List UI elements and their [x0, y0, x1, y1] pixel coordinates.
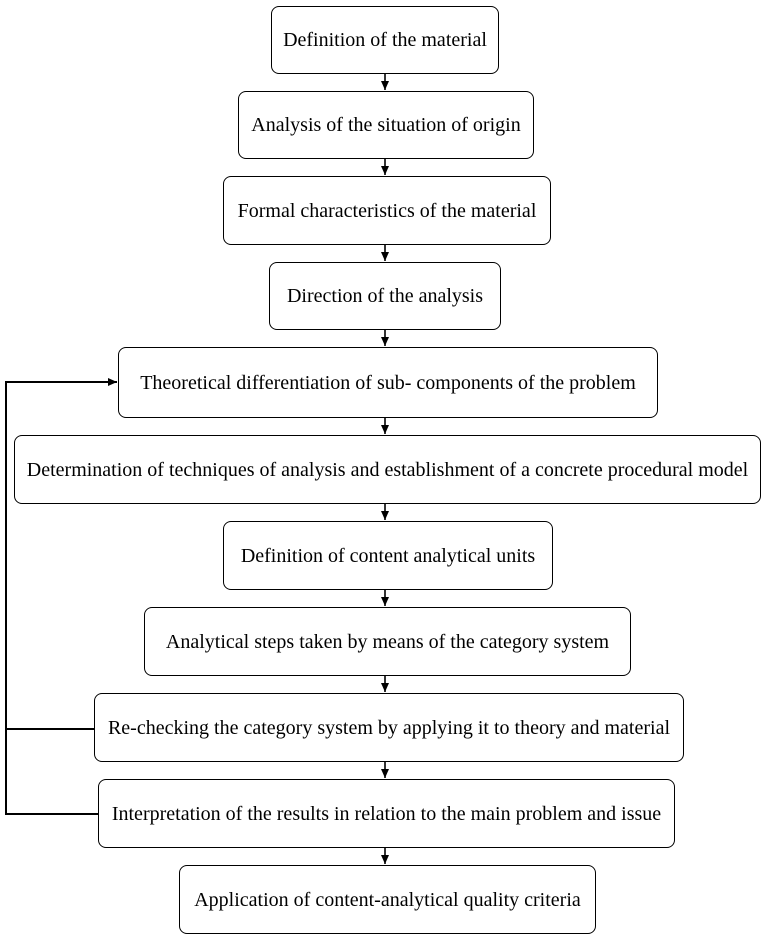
- step-label: Definition of content analytical units: [240, 544, 536, 567]
- step-label: Definition of the material: [283, 29, 487, 51]
- step-analytical-steps: Analytical steps taken by means of the c…: [144, 607, 631, 676]
- step-label: Analysis of the situation of origin: [251, 114, 521, 136]
- step-label: Re-checking the category system by apply…: [107, 716, 671, 739]
- step-content-analytical-units: Definition of content analytical units: [223, 521, 553, 590]
- step-analysis-of-situation: Analysis of the situation of origin: [238, 91, 534, 159]
- step-interpretation-of-results: Interpretation of the results in relatio…: [98, 779, 675, 848]
- step-label: Analytical steps taken by means of the c…: [165, 630, 610, 653]
- step-label: Formal characteristics of the material: [237, 199, 537, 222]
- step-rechecking-category-system: Re-checking the category system by apply…: [94, 693, 684, 762]
- step-label: Theoretical differentiation of sub- comp…: [140, 371, 636, 394]
- step-label: Interpretation of the results in relatio…: [111, 802, 662, 825]
- step-label: Application of content-analytical qualit…: [194, 888, 581, 911]
- step-determination-of-techniques: Determination of techniques of analysis …: [14, 435, 761, 504]
- step-definition-of-material: Definition of the material: [271, 6, 499, 74]
- step-direction-of-analysis: Direction of the analysis: [269, 262, 501, 330]
- step-label: Determination of techniques of analysis …: [26, 458, 749, 481]
- step-label: Direction of the analysis: [286, 285, 484, 307]
- step-formal-characteristics: Formal characteristics of the material: [223, 176, 551, 245]
- step-quality-criteria: Application of content-analytical qualit…: [179, 865, 596, 934]
- step-theoretical-differentiation: Theoretical differentiation of sub- comp…: [118, 347, 658, 418]
